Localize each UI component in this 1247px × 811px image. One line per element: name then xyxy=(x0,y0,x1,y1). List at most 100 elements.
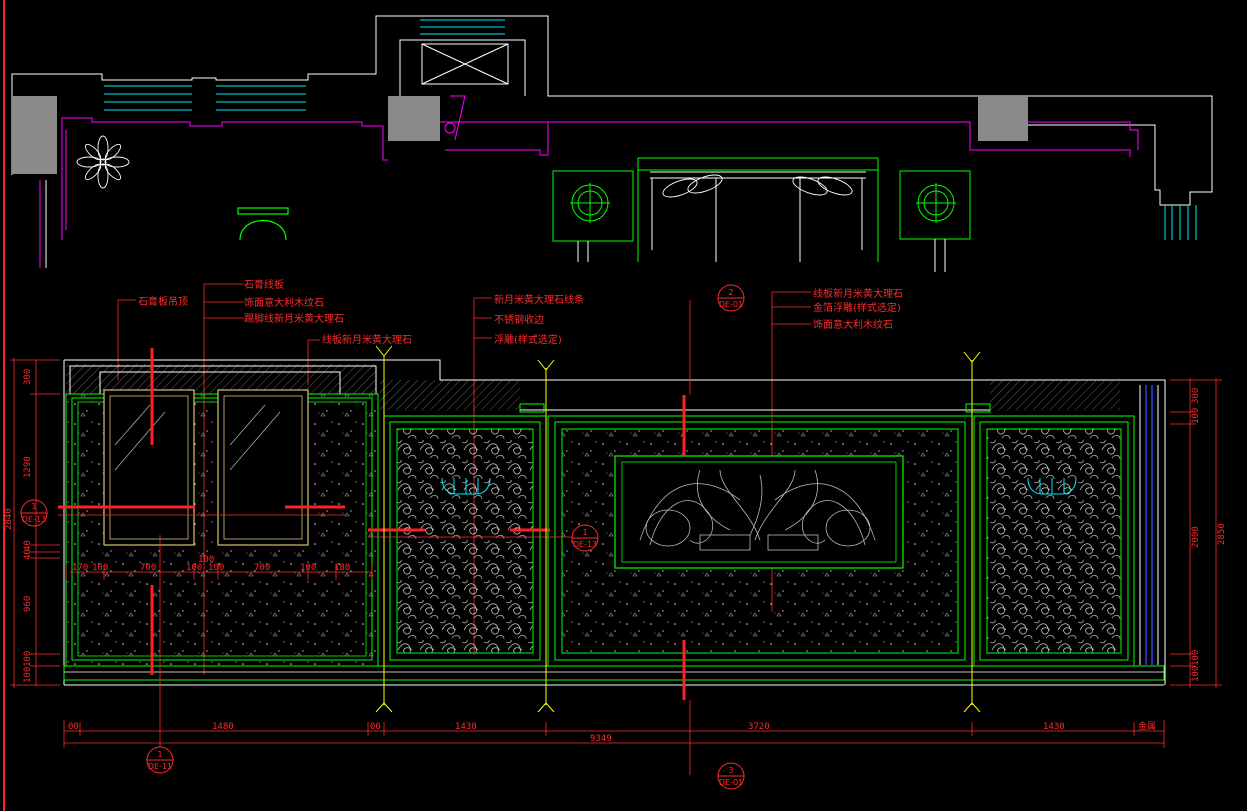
svg-text:DE-01: DE-01 xyxy=(719,778,743,787)
plan-moulding xyxy=(61,117,388,240)
ceiling-hatch xyxy=(380,380,520,410)
stool-icon xyxy=(237,207,289,241)
svg-text:DE-13: DE-13 xyxy=(573,540,597,549)
dimension-total: 2840 xyxy=(4,508,14,530)
panel-center xyxy=(547,415,973,667)
annotation-label: 线板新月米黄大理石 xyxy=(813,287,903,300)
ceiling-step xyxy=(519,403,545,413)
svg-text:1: 1 xyxy=(31,502,36,511)
section-cut-thin xyxy=(58,300,691,775)
dimension-label: 960 xyxy=(23,596,33,612)
annotation-label: 不锈钢收边 xyxy=(494,313,544,326)
plan-outline xyxy=(11,15,1213,206)
plan-moulding xyxy=(548,121,1131,157)
console-table-legs xyxy=(650,171,866,262)
dimension-label: 700 xyxy=(140,563,156,573)
dimension-label: 100 xyxy=(1191,666,1201,682)
dimension-label: 100 xyxy=(1191,650,1201,666)
section-marker-icon: 1 DE-13 xyxy=(20,499,48,527)
dimension-bottom xyxy=(63,720,1165,748)
elevation-view xyxy=(58,300,1166,775)
dimension-label: 40 xyxy=(23,549,33,560)
annotation-label: 饰面意大利木纹石 xyxy=(244,296,324,309)
dimension-label: 1430 xyxy=(1043,722,1065,732)
plan-moulding xyxy=(1028,121,1139,150)
dimension-label: 1480 xyxy=(212,722,234,732)
dimension-label: 100 xyxy=(23,667,33,683)
column-block xyxy=(12,96,57,174)
dimension-label: 100 xyxy=(1191,408,1201,424)
axis-markers xyxy=(375,345,981,713)
dimension-label: 180 xyxy=(334,563,350,573)
plan-door-swing xyxy=(450,95,466,141)
plan-window xyxy=(104,19,1197,240)
ceiling-hatch xyxy=(66,364,376,394)
dimension-label: 100 xyxy=(186,563,202,573)
svg-text:2: 2 xyxy=(728,288,733,297)
plan-view xyxy=(11,15,1213,272)
annotation-label: 饰面意大利木纹石 xyxy=(813,318,893,331)
section-marker-icon: 1 DE-11 xyxy=(146,746,174,774)
dimension-label: 3720 xyxy=(748,722,770,732)
annotations-right: 线板新月米黄大理石 金箔浮雕(样式选定) 饰面意大利木纹石 xyxy=(813,287,903,331)
annotation-label: 石膏线板 xyxy=(244,278,284,291)
panel-left xyxy=(65,389,379,667)
console-table xyxy=(637,157,879,262)
wall-sconce-icon xyxy=(441,477,491,495)
annotation-label: 线板新月米黄大理石 xyxy=(322,333,412,346)
dimension-label: 00 xyxy=(370,722,381,732)
dimension-label: 300 xyxy=(1191,388,1201,404)
flower-plant-icon xyxy=(76,135,130,189)
svg-text:1: 1 xyxy=(157,750,162,759)
svg-text:DE-01: DE-01 xyxy=(719,300,743,309)
annotation-label: 浮雕(样式选定) xyxy=(494,333,562,346)
dimension-right xyxy=(1170,378,1222,688)
dimension-label: 100 xyxy=(300,563,316,573)
annotation-label: 金箔浮雕(样式选定) xyxy=(813,301,901,314)
dimension-label: 100 xyxy=(198,555,214,565)
annotation-label: 踢脚线新月米黄大理石 xyxy=(244,312,344,325)
plan-inner-wall xyxy=(399,39,526,96)
dimension-label: 00 xyxy=(68,722,79,732)
plan-pipe xyxy=(444,122,456,134)
x-box-icon xyxy=(421,43,509,85)
dimension-label: 100 xyxy=(23,651,33,667)
annotations-left: 石膏板吊顶 石膏线板 饰面意大利木纹石 踢脚线新月米黄大理石 线板新月米黄大理石 xyxy=(138,278,412,346)
lamp-icon xyxy=(552,170,634,242)
panel-swirl-left xyxy=(383,415,547,667)
section-marker-icon: 1 DE-13 xyxy=(571,524,599,552)
chair-icon xyxy=(662,174,853,198)
annotation-label: 新月米黄大理石线条 xyxy=(494,293,584,306)
relief-carving xyxy=(639,469,876,551)
dimension-total: 9349 xyxy=(590,734,612,744)
column-block xyxy=(388,96,440,141)
svg-text:DE-11: DE-11 xyxy=(148,762,172,771)
window-pane-right xyxy=(217,389,309,546)
wall-sconce-icon xyxy=(1027,477,1077,495)
dimension-total: 2850 xyxy=(1217,523,1227,545)
skirting-board xyxy=(63,665,1165,681)
column-block xyxy=(978,96,1028,141)
svg-text:3: 3 xyxy=(728,766,733,775)
plan-moulding xyxy=(440,121,549,156)
dimension-label: 1290 xyxy=(23,456,33,478)
window-pane-left xyxy=(103,389,195,546)
dimension-inner xyxy=(65,565,373,580)
dimension-label: 2000 xyxy=(1191,526,1201,548)
svg-text:DE-13: DE-13 xyxy=(22,515,46,524)
dimension-label: 1430 xyxy=(455,722,477,732)
dimension-label: 100 xyxy=(208,563,224,573)
dimension-left xyxy=(10,358,60,688)
ceiling-step xyxy=(965,403,991,413)
section-marker-icon: 3 DE-01 xyxy=(717,762,745,790)
svg-text:1: 1 xyxy=(582,528,587,537)
dimension-label: 100 xyxy=(92,563,108,573)
dimension-label: 700 xyxy=(254,563,270,573)
lamp-icon xyxy=(899,170,971,240)
annotations-center: 新月米黄大理石线条 不锈钢收边 浮雕(样式选定) xyxy=(494,293,584,346)
dimension-label: 300 xyxy=(23,369,33,385)
annotation-label: 石膏板吊顶 xyxy=(138,295,188,308)
dimension-label: 170 xyxy=(72,563,88,573)
ceiling-hatch xyxy=(990,380,1120,410)
